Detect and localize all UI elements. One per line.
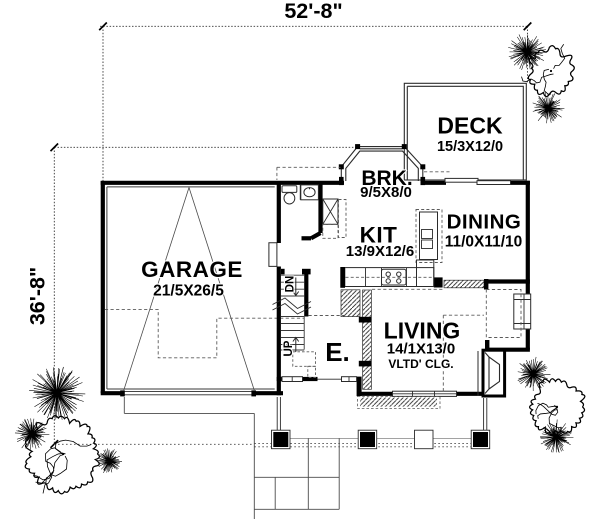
breakfast-size: 9/5X8/0 bbox=[360, 184, 412, 201]
tree-branches-symbol bbox=[521, 44, 566, 95]
bath-walls bbox=[301, 181, 323, 241]
dining-size: 11/0X11/10 bbox=[445, 234, 523, 251]
east-window bbox=[513, 293, 532, 330]
pantry-closet bbox=[322, 198, 347, 239]
stair-arrows bbox=[292, 277, 300, 352]
tree-trunk-dot bbox=[555, 405, 559, 409]
entry-front-windows bbox=[281, 376, 358, 383]
landscape-trees bbox=[14, 34, 586, 495]
shrub-starburst-symbol bbox=[517, 356, 551, 392]
tree-canopy-symbol bbox=[527, 45, 575, 98]
stairs-up-label: UP bbox=[283, 340, 295, 356]
walkway bbox=[253, 413, 340, 519]
tree-branches-symbol bbox=[33, 439, 92, 494]
tree-trunk-dot bbox=[61, 452, 65, 456]
shrub-starburst-symbol bbox=[540, 419, 574, 453]
garage-walls bbox=[100, 180, 344, 396]
living-front-windows bbox=[392, 390, 457, 397]
tree-canopy-symbol bbox=[24, 414, 101, 495]
overall-width-dimension: 52'-8" bbox=[284, 0, 342, 23]
tree-branches-symbol bbox=[535, 402, 563, 429]
entry-wall-jog bbox=[356, 376, 362, 397]
breakfast-label: BRK. bbox=[361, 167, 412, 190]
living-label: LIVING bbox=[384, 318, 461, 344]
refrigerator-cabinet bbox=[415, 209, 443, 287]
exterior-walls bbox=[276, 180, 530, 396]
living-ceiling-note: VLTD' CLG. bbox=[388, 357, 453, 371]
garage-ceiling-slope-lines bbox=[123, 187, 255, 392]
bath-fixtures bbox=[281, 184, 319, 205]
stair-landing-dashed bbox=[292, 351, 316, 378]
garage-service-door bbox=[268, 242, 278, 267]
garage-overhead-dashed bbox=[104, 308, 344, 359]
garage-label: GARAGE bbox=[141, 257, 243, 282]
living-east-post bbox=[485, 340, 490, 352]
deck-label: DECK bbox=[437, 113, 503, 139]
garage-door bbox=[120, 390, 256, 397]
shrub-starburst-symbol bbox=[96, 448, 123, 473]
shrub-starburst-symbol bbox=[29, 366, 86, 421]
stove bbox=[381, 268, 407, 286]
deck-sliding-door bbox=[444, 177, 511, 185]
kitchen-label: KIT bbox=[360, 223, 398, 248]
driveway bbox=[54, 397, 255, 445]
tree-canopy-symbol bbox=[529, 378, 586, 436]
roof-overhang-dashed bbox=[276, 166, 450, 180]
dining-label: DINING bbox=[447, 211, 522, 234]
entry-label: E. bbox=[325, 337, 350, 367]
shrub-starburst-symbol bbox=[532, 91, 565, 124]
fireplace bbox=[477, 348, 507, 398]
porch bbox=[254, 395, 491, 450]
garage-size: 21/5X26/5 bbox=[153, 283, 224, 300]
deck-size: 15/3X12/0 bbox=[437, 139, 503, 155]
shrub-starburst-symbol bbox=[508, 34, 547, 71]
living-size: 14/1X13/0 bbox=[387, 341, 455, 358]
stairs-down-label: DN bbox=[284, 276, 296, 293]
living-vault-dashed bbox=[442, 289, 522, 392]
porch-columns bbox=[271, 429, 491, 450]
porch-doormat bbox=[357, 395, 441, 409]
overall-height-dimension: 36'-8" bbox=[26, 267, 50, 325]
entry-partitions bbox=[340, 289, 372, 390]
kitchen-living-halfwall bbox=[443, 279, 489, 290]
stairs bbox=[272, 268, 316, 378]
garage-inner-face bbox=[106, 186, 275, 390]
stair-break-line bbox=[272, 297, 312, 315]
room-labels: GARAGE 21/5X26/5 DECK 15/3X12/0 BRK. 9/5… bbox=[140, 111, 523, 372]
tree-trunk-dot bbox=[549, 69, 553, 73]
kitchen-size: 13/9X12/6 bbox=[346, 243, 414, 260]
breakfast-bay-window bbox=[338, 144, 426, 186]
